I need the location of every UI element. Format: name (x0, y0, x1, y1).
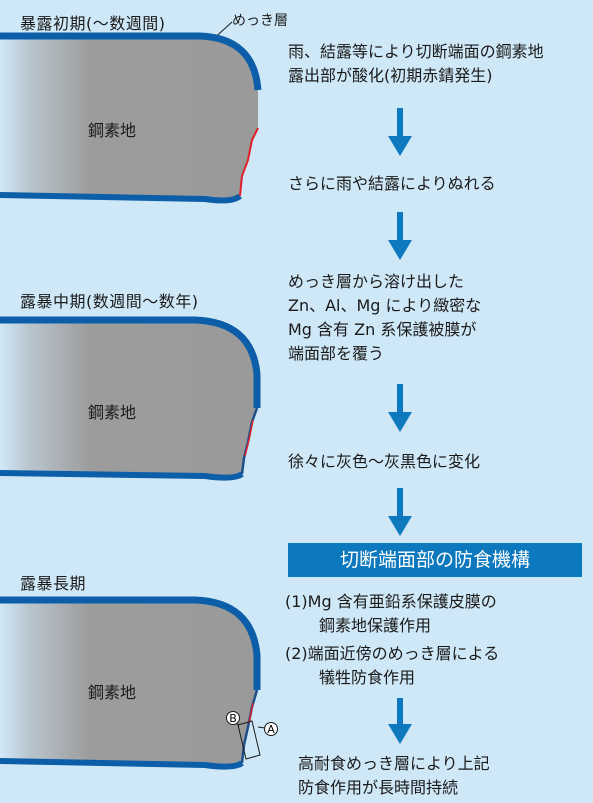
flow-step-5: 高耐食めっき層により上記 防食作用が長時間持続 (298, 752, 490, 800)
mechanism-2-line-1: 端面近傍のめっき層による (307, 644, 500, 663)
down-arrow-icon (388, 384, 412, 432)
steel-label-long: 鋼素地 (88, 683, 137, 702)
plating-top (0, 316, 261, 408)
protective-film-edge (240, 689, 259, 764)
plating-bottom (0, 758, 244, 770)
mechanism-2: (2)端面近傍のめっき層による 犠牲防食作用 (285, 642, 499, 690)
plating-top (0, 32, 262, 91)
mechanism-1-line-1: Mg 含有亜鉛系保護皮膜の (307, 592, 497, 611)
down-arrow-icon (388, 212, 412, 260)
marker-a-text: A (267, 723, 275, 736)
flow-step-1: 雨、結露等により切断端面の鋼素地 露出部が酸化(初期赤錆発生) (288, 40, 544, 88)
rust-edge (248, 702, 254, 724)
steel-plate-long: B A (0, 596, 278, 770)
stage-label-long: 露暴長期 (20, 574, 87, 593)
down-arrow-icon (388, 698, 412, 744)
mechanism-2-number: (2) (285, 644, 308, 663)
plating-layer-label: めっき層 (232, 13, 288, 29)
flow-step-5-line-1: 高耐食めっき層により上記 (298, 754, 490, 773)
plating-bottom (0, 470, 244, 481)
marker-b-circle (226, 711, 240, 725)
flow-step-3-line-4: 端面部を覆う (288, 344, 385, 363)
flow-step-3-line-1: めっき層から溶け出した (288, 272, 465, 291)
steel-body (0, 600, 257, 768)
flow-step-3: めっき層から溶け出した Zn、Al、Mg により緻密な Mg 含有 Zn 系保護… (288, 270, 481, 366)
steel-body (0, 36, 258, 203)
steel-label-middle: 鋼素地 (88, 403, 137, 422)
steel-label-early: 鋼素地 (88, 121, 137, 140)
detail-box (237, 720, 261, 760)
flow-step-5-line-2: 防食作用が長時間持続 (298, 778, 459, 797)
rust-edge (239, 127, 259, 197)
steel-plate-early (0, 21, 262, 204)
plating-bottom (0, 192, 242, 204)
down-arrow-icon (388, 108, 412, 156)
mechanism-title-box: 切断端面部の防食機構 (288, 543, 582, 577)
marker-a-leader (257, 726, 266, 729)
stage-label-early: 暴露初期(〜数週間) (20, 14, 166, 33)
steel-plate-middle (0, 316, 261, 481)
flow-step-2: さらに雨や結露によりぬれる (288, 174, 496, 193)
rust-edge (244, 419, 254, 457)
plating-top (0, 596, 261, 690)
stage-label-middle: 露暴中期(数週間〜数年) (20, 292, 199, 311)
marker-b-text: B (229, 712, 237, 725)
steel-body (0, 320, 257, 480)
flow-step-3-line-3: Mg 含有 Zn 系保護被膜が (288, 320, 477, 339)
flow-step-1-line-2: 露出部が酸化(初期赤錆発生) (288, 66, 493, 85)
marker-a-circle (264, 722, 278, 736)
mechanism-1: (1)Mg 含有亜鉛系保護皮膜の 鋼素地保護作用 (285, 590, 497, 638)
flow-step-1-line-1: 雨、結露等により切断端面の鋼素地 (288, 42, 544, 61)
flow-step-4: 徐々に灰色〜灰黒色に変化 (288, 452, 481, 471)
down-arrow-icon (388, 488, 412, 536)
flow-step-3-line-2: Zn、Al、Mg により緻密な (288, 296, 482, 315)
mechanism-1-line-2: 鋼素地保護作用 (319, 616, 432, 635)
mechanism-1-number: (1) (285, 592, 308, 611)
mechanism-2-line-2: 犠牲防食作用 (319, 668, 416, 687)
